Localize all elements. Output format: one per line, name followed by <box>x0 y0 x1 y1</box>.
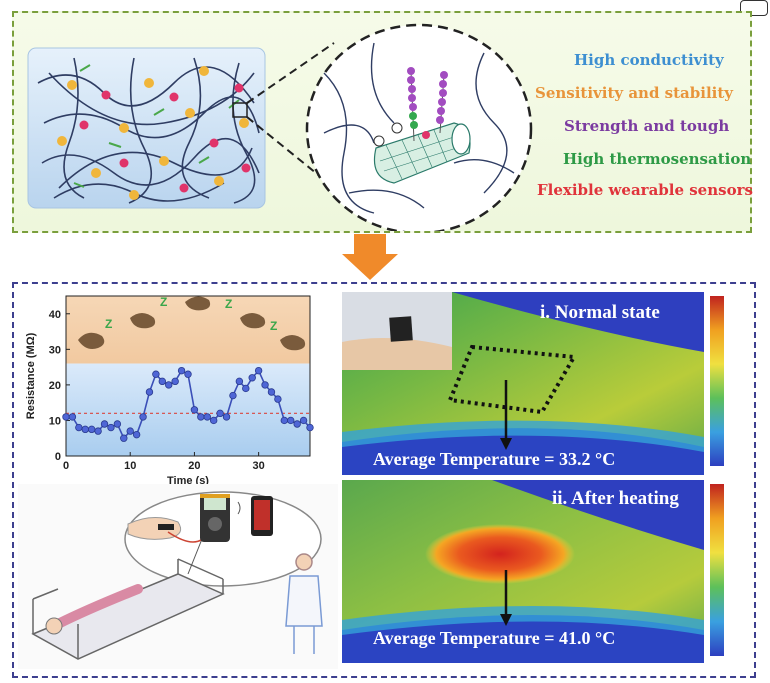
data-point <box>171 377 179 386</box>
down-arrow-icon <box>342 234 398 280</box>
data-point <box>75 423 83 432</box>
thermal-scale-bar-1 <box>710 296 724 466</box>
y-tick-label: 40 <box>49 309 61 321</box>
data-point <box>299 416 308 425</box>
data-point <box>248 374 256 382</box>
hydrogel-overview-panel: High conductivity Sensitivity and stabil… <box>12 11 753 233</box>
sleep-illustration <box>78 296 306 351</box>
data-point <box>152 370 160 378</box>
data-point <box>216 409 224 418</box>
zoom-circle <box>305 23 533 231</box>
svg-text:Z: Z <box>105 317 112 331</box>
data-point <box>184 370 192 378</box>
data-point <box>113 420 122 428</box>
data-point <box>177 366 186 375</box>
patient-monitoring-illustration <box>18 484 338 669</box>
smartphone-icon <box>237 496 273 536</box>
property-sensitivity: Sensitivity and stability <box>535 84 733 102</box>
data-point <box>145 388 154 396</box>
data-point <box>267 388 276 396</box>
hydrogel-network-illustration <box>27 23 533 231</box>
thermal-scale-bar-2 <box>710 484 724 656</box>
crosslink-points <box>57 64 251 200</box>
svg-text:Z: Z <box>160 295 167 309</box>
property-conductivity: High conductivity <box>574 51 724 69</box>
data-point <box>158 377 167 386</box>
data-point <box>254 366 263 375</box>
chart-plot-area <box>66 363 310 456</box>
data-point <box>235 377 244 386</box>
data-point <box>87 425 96 434</box>
y-axis-label: Resistance (MΩ) <box>25 332 37 419</box>
data-point <box>107 423 115 432</box>
data-point <box>62 413 70 421</box>
data-point <box>242 384 250 393</box>
carbon-nanotube <box>373 122 471 184</box>
chart-sleep-area <box>66 296 310 364</box>
y-tick-label: 0 <box>55 451 61 463</box>
property-strength: Strength and tough <box>564 117 730 135</box>
data-point <box>132 430 141 439</box>
y-tick-label: 20 <box>49 380 61 392</box>
data-point <box>126 427 134 435</box>
thermal-image-heated: ii. After heating Average Temperature = … <box>342 480 704 663</box>
data-point <box>209 416 218 425</box>
data-point <box>197 413 205 421</box>
data-point <box>68 413 77 421</box>
data-point <box>222 413 231 421</box>
data-point <box>274 395 282 403</box>
polymer-chains <box>37 57 260 204</box>
thermal-image-normal: i. Normal state Average Temperature = 33… <box>342 292 704 475</box>
x-tick-label: 0 <box>63 460 69 472</box>
thermal-heated-avg: Average Temperature = 41.0 °C <box>373 628 616 648</box>
thermal-normal-avg: Average Temperature = 33.2 °C <box>373 449 616 469</box>
patient-figure <box>53 584 143 629</box>
data-point <box>120 434 128 442</box>
multimeter-icon <box>200 494 230 542</box>
data-point <box>229 391 237 400</box>
chart-frame <box>65 295 311 457</box>
property-wearable: Flexible wearable sensors <box>537 181 753 199</box>
data-point <box>287 416 295 425</box>
data-point <box>280 416 289 425</box>
property-thermosensation: High thermosensation <box>563 150 752 168</box>
data-point <box>190 406 199 414</box>
doctor-figure <box>285 553 323 654</box>
svg-text:Z: Z <box>225 297 232 311</box>
data-point <box>81 425 89 434</box>
x-tick-label: 30 <box>253 460 265 472</box>
data-point <box>293 420 301 428</box>
x-tick-label: 20 <box>188 460 200 472</box>
data-point <box>261 381 269 389</box>
data-point <box>94 427 102 435</box>
data-point <box>165 381 173 389</box>
hydrogel-block <box>27 47 266 209</box>
x-tick-label: 10 <box>124 460 136 472</box>
data-point <box>306 423 314 432</box>
thermal-heated-title: ii. After heating <box>552 488 679 509</box>
zoom-region <box>232 102 248 118</box>
molecule-chains <box>373 67 448 147</box>
data-point <box>203 413 211 421</box>
y-tick-label: 10 <box>49 415 61 427</box>
y-tick-label: 30 <box>49 344 61 356</box>
thermal-normal-title: i. Normal state <box>540 302 660 323</box>
data-point <box>100 420 109 428</box>
data-point <box>139 413 147 421</box>
svg-text:Z: Z <box>270 319 277 333</box>
